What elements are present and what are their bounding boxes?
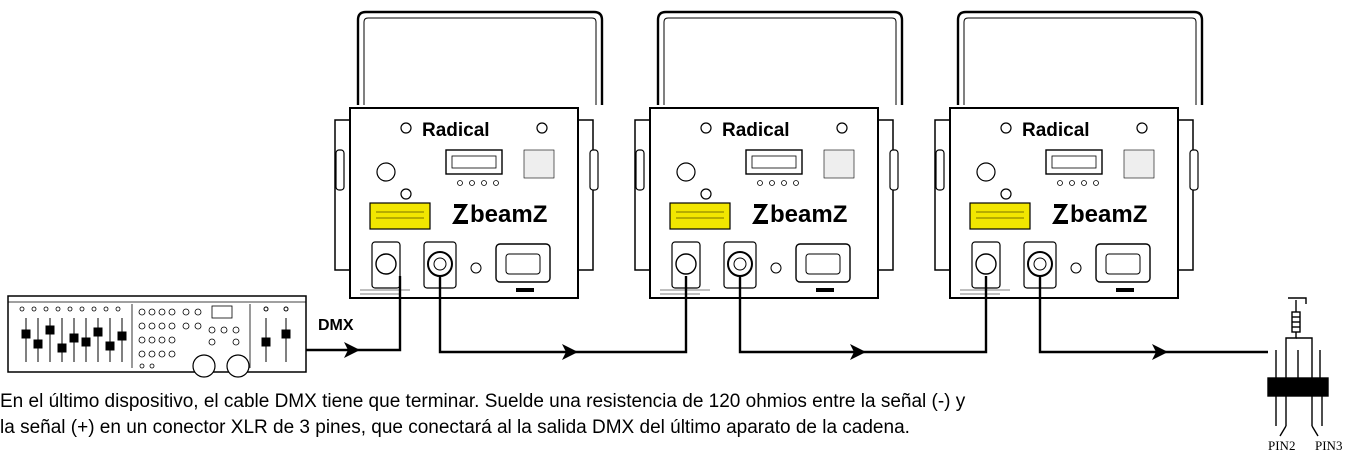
cable-fixture-1-to-2 <box>438 276 688 354</box>
cable-fixture-3-to-terminator <box>1038 276 1268 354</box>
knob-right <box>589 149 599 191</box>
fixture-1-brand: beamZ <box>470 201 547 228</box>
dmx-label: DMX <box>318 317 354 334</box>
arrow-icon <box>850 344 866 360</box>
fixture-2-brand: beamZ <box>770 201 847 228</box>
controller-knob-right <box>226 354 250 378</box>
fixture-1-model: Radical <box>422 120 490 141</box>
arrow-icon <box>562 344 578 360</box>
dmx-controller <box>7 295 307 378</box>
connector-body <box>1267 377 1329 397</box>
fixture-3-brand: beamZ <box>1070 201 1147 228</box>
fixture-1 <box>334 10 604 299</box>
xlr-terminator <box>1267 297 1329 437</box>
led-display <box>445 149 503 175</box>
power-inlet <box>495 243 551 283</box>
laser-warning-label <box>369 202 431 230</box>
arrow-icon <box>1152 344 1168 360</box>
fixture-3 <box>934 10 1204 299</box>
pin-label-2: PIN2 <box>1268 438 1296 453</box>
controller-knob-left <box>192 354 216 378</box>
arrow-icon <box>344 342 360 358</box>
key-switch <box>376 162 396 182</box>
controller-faders <box>21 318 127 362</box>
pin-label-3: PIN3 <box>1315 438 1343 453</box>
controller-buttons <box>19 304 251 369</box>
knob-left <box>335 149 345 191</box>
caption-line-2: la señal (+) en un conector XLR de 3 pin… <box>0 417 910 438</box>
caption-line-1: En el último dispositivo, el cable DMX t… <box>0 391 966 412</box>
arrowheads <box>344 342 1168 360</box>
controller-master-faders <box>261 306 291 362</box>
fixture-2-model: Radical <box>722 120 790 141</box>
fixture-3-model: Radical <box>1022 120 1090 141</box>
mounting-bracket <box>356 10 604 105</box>
fixture-2 <box>634 10 904 299</box>
cable-controller-to-fixture-1 <box>306 276 402 352</box>
beamz-logo-marks <box>452 204 1068 224</box>
